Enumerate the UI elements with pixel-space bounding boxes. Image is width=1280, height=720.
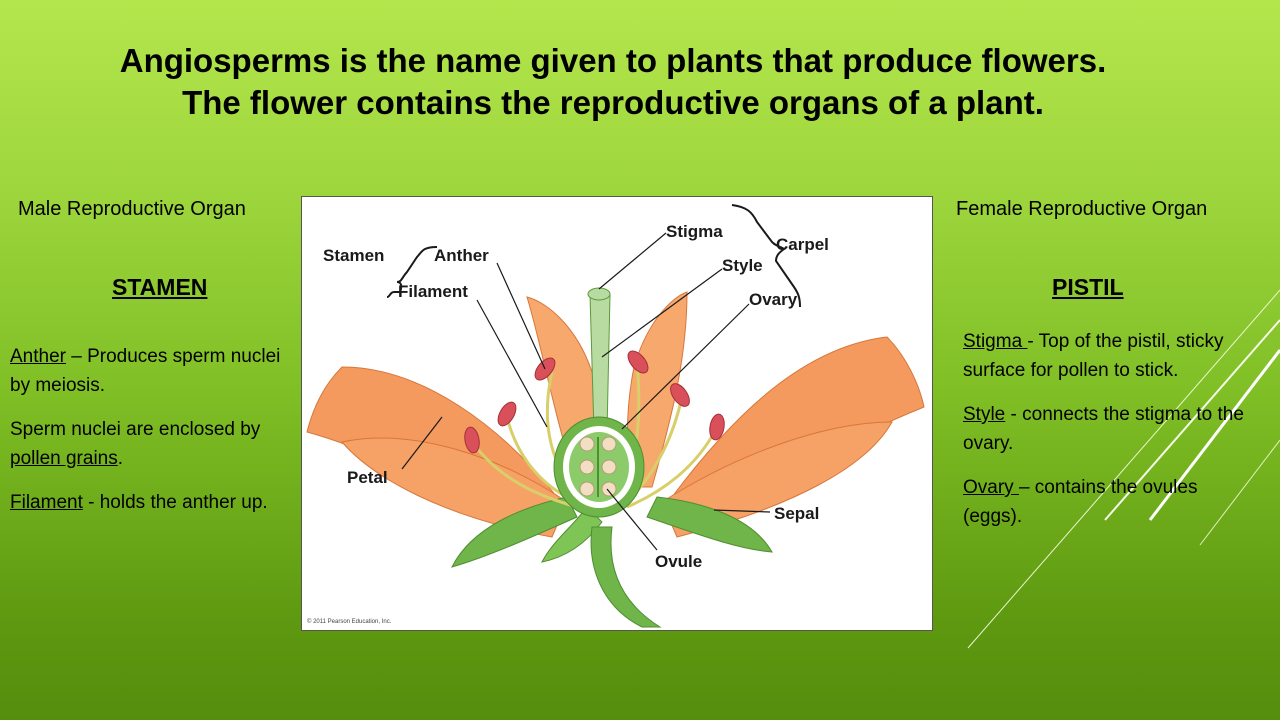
flower-diagram: Stamen Anther Filament Stigma Carpel Sty… bbox=[301, 196, 933, 631]
ovules bbox=[579, 436, 617, 497]
anther-term: Anther bbox=[10, 346, 66, 367]
filament-desc: Filament - holds the anther up. bbox=[10, 488, 300, 517]
stigma-term: Stigma bbox=[963, 331, 1028, 352]
pollen-desc: Sperm nuclei are enclosed by pollen grai… bbox=[10, 415, 300, 473]
stigma bbox=[587, 287, 611, 301]
stamen-heading: STAMEN bbox=[112, 274, 208, 300]
ovary-desc: Ovary – contains the ovules (eggs). bbox=[963, 473, 1253, 531]
ovary-term: Ovary bbox=[963, 477, 1019, 498]
filament-text: - holds the anther up. bbox=[82, 492, 268, 513]
label-stigma: Stigma bbox=[666, 222, 723, 241]
sepal-left bbox=[451, 496, 578, 568]
carpel-bracket bbox=[731, 204, 801, 308]
style bbox=[589, 294, 611, 433]
label-stamen: Stamen bbox=[323, 246, 384, 265]
style-text: - connects the stigma to the ovary. bbox=[963, 404, 1244, 454]
label-sepal: Sepal bbox=[774, 504, 819, 523]
slide-title: Angiosperms is the name given to plants … bbox=[0, 40, 1226, 124]
filament-term: Filament bbox=[10, 492, 83, 513]
anthers bbox=[464, 350, 725, 454]
label-carpel: Carpel bbox=[776, 235, 829, 254]
pistil-description: Stigma - Top of the pistil, sticky surfa… bbox=[963, 327, 1253, 546]
leader-lines bbox=[401, 232, 771, 551]
stigma-text: - Top of the pistil, sticky surface for … bbox=[963, 331, 1224, 381]
petal-mid-left bbox=[341, 437, 568, 538]
stem bbox=[590, 526, 662, 628]
label-ovary: Ovary bbox=[749, 290, 798, 309]
title-line-2: The flower contains the reproductive org… bbox=[182, 84, 1044, 121]
pollen-pre: Sperm nuclei are enclosed by bbox=[10, 419, 261, 440]
label-style: Style bbox=[722, 256, 763, 275]
anther-text: – Produces sperm nuclei by meiosis. bbox=[10, 346, 281, 396]
stamen-description: Anther – Produces sperm nuclei by meiosi… bbox=[10, 342, 300, 532]
copyright-text: © 2011 Pearson Education, Inc. bbox=[307, 618, 392, 625]
title-line-1: Angiosperms is the name given to plants … bbox=[119, 42, 1107, 79]
sepal-right bbox=[646, 496, 773, 553]
stamen-bracket bbox=[386, 246, 438, 298]
style-term: Style bbox=[963, 404, 1006, 425]
label-petal: Petal bbox=[347, 468, 388, 487]
female-organ-label: Female Reproductive Organ bbox=[956, 198, 1208, 220]
pistil-heading: PISTIL bbox=[1052, 274, 1124, 300]
stigma-desc: Stigma - Top of the pistil, sticky surfa… bbox=[963, 327, 1253, 385]
label-anther: Anther bbox=[434, 246, 489, 265]
flower-illustration: Stamen Anther Filament Stigma Carpel Sty… bbox=[306, 204, 925, 628]
male-organ-label: Male Reproductive Organ bbox=[18, 198, 246, 220]
ovary-text: – contains the ovules (eggs). bbox=[963, 477, 1198, 527]
label-ovule: Ovule bbox=[655, 552, 702, 571]
pollen-term: pollen grains bbox=[10, 448, 118, 469]
anther-desc: Anther – Produces sperm nuclei by meiosi… bbox=[10, 342, 300, 400]
pollen-post: . bbox=[117, 448, 124, 469]
style-desc: Style - connects the stigma to the ovary… bbox=[963, 400, 1253, 458]
label-filament: Filament bbox=[398, 282, 468, 301]
